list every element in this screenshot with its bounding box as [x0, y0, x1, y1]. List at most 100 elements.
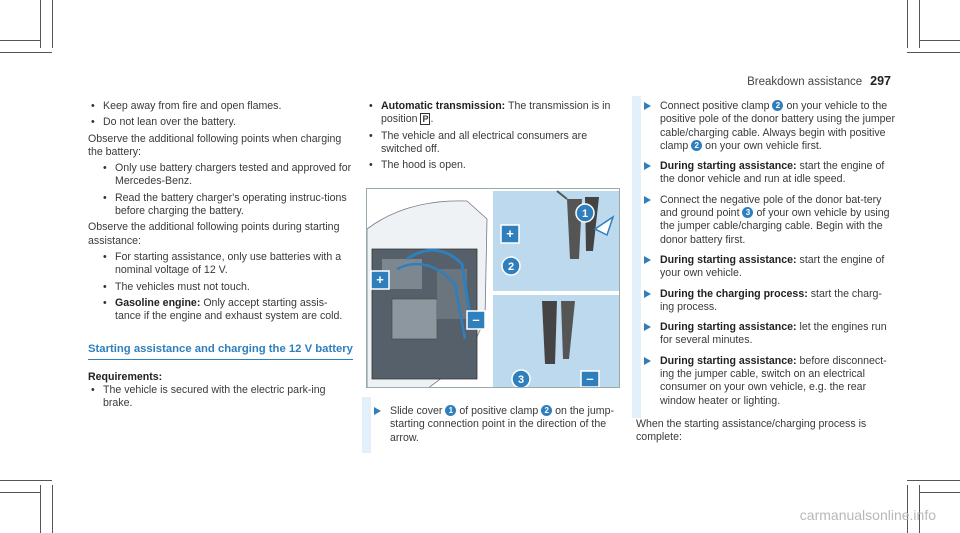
- callout-label: 1: [582, 208, 588, 220]
- plus-icon: [370, 270, 390, 290]
- callout-3: [511, 369, 531, 387]
- crop-mark: [0, 492, 40, 493]
- crop-mark: [919, 0, 920, 48]
- step-bar: [362, 397, 371, 453]
- step-text: Connect the negative pole of the donor b…: [660, 193, 882, 220]
- step-label: During starting assistance:: [660, 253, 797, 266]
- callout-number: 3: [742, 207, 754, 219]
- column-right: Connect positive clamp 2 on your vehicle…: [632, 96, 896, 448]
- instruction-step: During starting assistance: start the en…: [636, 160, 896, 187]
- section-title: Starting assistance and charging the 12 …: [88, 343, 353, 360]
- plus-icon: [500, 224, 520, 244]
- step-label: During starting assistance:: [660, 354, 797, 367]
- step-text: Connect positive clamp: [660, 100, 770, 112]
- plus-label: +: [506, 226, 514, 241]
- crop-mark: [907, 52, 960, 53]
- instruction-block: Slide cover 1 of positive clamp 2 on the…: [362, 397, 622, 453]
- callout-number: 1: [445, 405, 457, 416]
- page-header: Breakdown assistance 297: [747, 74, 891, 88]
- paragraph: Observe the additional following points …: [88, 221, 340, 247]
- requirements-heading: Requirements:: [88, 370, 163, 383]
- step-text: of your own vehicle by using the jumper …: [660, 207, 890, 246]
- step-text: start the engine of the donor vehicle an…: [660, 160, 885, 186]
- crop-mark: [40, 0, 41, 48]
- step-text: of positive clamp: [459, 405, 539, 417]
- list-item: Read the battery charger's operating ins…: [88, 192, 353, 219]
- requirements-label: Requirements:: [88, 371, 353, 384]
- instruction-step: During starting assistance: start the en…: [636, 254, 896, 281]
- list-item: Do not lean over the battery.: [88, 116, 353, 130]
- list-item: For starting assistance, only use batter…: [88, 251, 353, 278]
- crop-mark: [907, 485, 908, 533]
- instruction-step: Connect the negative pole of the donor b…: [636, 194, 896, 247]
- instruction-step: Connect positive clamp 2 on your vehicle…: [636, 100, 896, 153]
- callout-number: 2: [772, 100, 784, 111]
- jumper-cable: [396, 262, 467, 340]
- step-bar: [632, 96, 641, 418]
- callout-label: 2: [508, 261, 514, 273]
- step-text: on your own vehicle first.: [705, 139, 822, 152]
- step-text: before disconnect-ing the jumper cable, …: [660, 354, 887, 407]
- crop-mark: [920, 492, 960, 493]
- minus-icon: [580, 370, 600, 387]
- instruction-step: During starting assistance: let the engi…: [636, 321, 896, 348]
- crop-mark: [0, 52, 52, 53]
- page-number: 297: [870, 74, 891, 88]
- closing-paragraph: When the starting assistance/charging pr…: [636, 417, 867, 444]
- instruction-step: Slide cover 1 of positive clamp 2 on the…: [366, 405, 622, 445]
- item-label: Gasoline engine:: [115, 296, 201, 309]
- callout-2: [501, 256, 521, 276]
- item-text: The transmission is in position: [381, 100, 611, 126]
- item-label: Automatic transmission:: [381, 100, 506, 112]
- minus-label: –: [472, 312, 479, 327]
- crop-mark: [919, 485, 920, 533]
- engine-part: [437, 269, 467, 319]
- item-text: Only accept starting assis-tance if the …: [115, 296, 343, 323]
- crop-mark: [52, 485, 53, 533]
- step-text: start the charg-ing process.: [660, 287, 882, 313]
- ground-clamp: [542, 301, 557, 364]
- watermark: carmanualsonline.info: [799, 507, 936, 523]
- step-text: on the jump-starting connection point in…: [390, 405, 615, 444]
- minus-icon: [466, 310, 486, 330]
- instruction-step: During the charging process: start the c…: [636, 288, 896, 315]
- slide-arrow: [593, 215, 615, 237]
- callout-label: 3: [518, 374, 524, 386]
- list-item: Keep away from fire and open flames.: [88, 100, 353, 114]
- step-text: start the engine of your own vehicle.: [660, 253, 885, 280]
- list-item: The vehicle is secured with the electric…: [88, 384, 353, 411]
- list-item: Gasoline engine: Only accept starting as…: [88, 297, 353, 324]
- section-name: Breakdown assistance: [747, 76, 863, 88]
- crop-mark: [52, 0, 53, 48]
- list-item: The hood is open.: [366, 159, 622, 173]
- callout-1: [575, 203, 595, 223]
- crop-mark: [907, 0, 908, 48]
- instruction-step: During starting assistance: before disco…: [636, 355, 896, 408]
- minus-label: –: [586, 371, 593, 386]
- step-label: During the charging process:: [660, 287, 808, 300]
- callout-number: 2: [691, 139, 703, 151]
- crop-mark: [0, 480, 52, 481]
- list-item: Automatic transmission: The transmission…: [366, 100, 622, 127]
- step-label: During starting assistance:: [660, 160, 797, 173]
- column-left: Keep away from fire and open flames. Do …: [88, 100, 353, 414]
- cable: [556, 190, 568, 200]
- ground-clamp: [561, 301, 575, 359]
- crop-mark: [0, 40, 40, 41]
- list-item: The vehicles must not touch.: [88, 281, 353, 295]
- callout-number: 2: [541, 405, 553, 416]
- column-middle: Automatic transmission: The transmission…: [366, 100, 622, 175]
- jump-start-illustration: + + – – 1 2 3: [366, 188, 620, 388]
- engine-bay-drawing: + + – – 1 2 3: [367, 190, 619, 387]
- crop-mark: [907, 480, 960, 481]
- step-label: During starting assistance:: [660, 321, 797, 334]
- paragraph: Observe the additional following points …: [88, 132, 342, 158]
- item-text: .: [430, 113, 434, 126]
- step-text: Slide cover: [390, 405, 443, 417]
- plus-label: +: [376, 272, 384, 287]
- list-item: The vehicle and all electrical consumers…: [366, 130, 622, 157]
- engine-part: [391, 298, 438, 340]
- park-position-icon: P: [420, 113, 431, 126]
- step-text: on your vehicle to the positive pole of …: [660, 100, 895, 152]
- jumper-cable: [406, 248, 474, 330]
